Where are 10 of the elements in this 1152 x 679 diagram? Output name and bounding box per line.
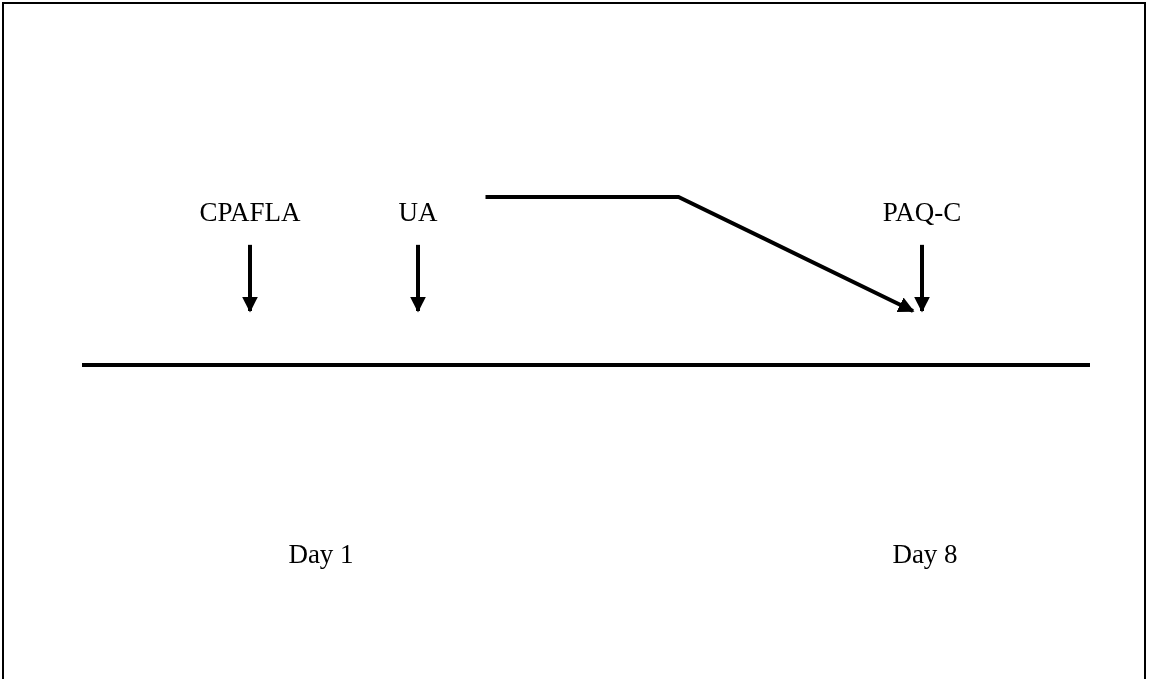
stage-label: PAQ-C (882, 198, 962, 228)
day-label: Day 1 (288, 540, 354, 570)
arrow (485, 195, 915, 313)
arrow (914, 244, 930, 313)
timeline-bar (82, 363, 1090, 367)
day-label: Day 8 (892, 540, 958, 570)
stage-label: UA (398, 198, 438, 228)
arrow (242, 244, 258, 313)
arrow (410, 244, 426, 313)
stage-label: CPAFLA (199, 198, 301, 228)
